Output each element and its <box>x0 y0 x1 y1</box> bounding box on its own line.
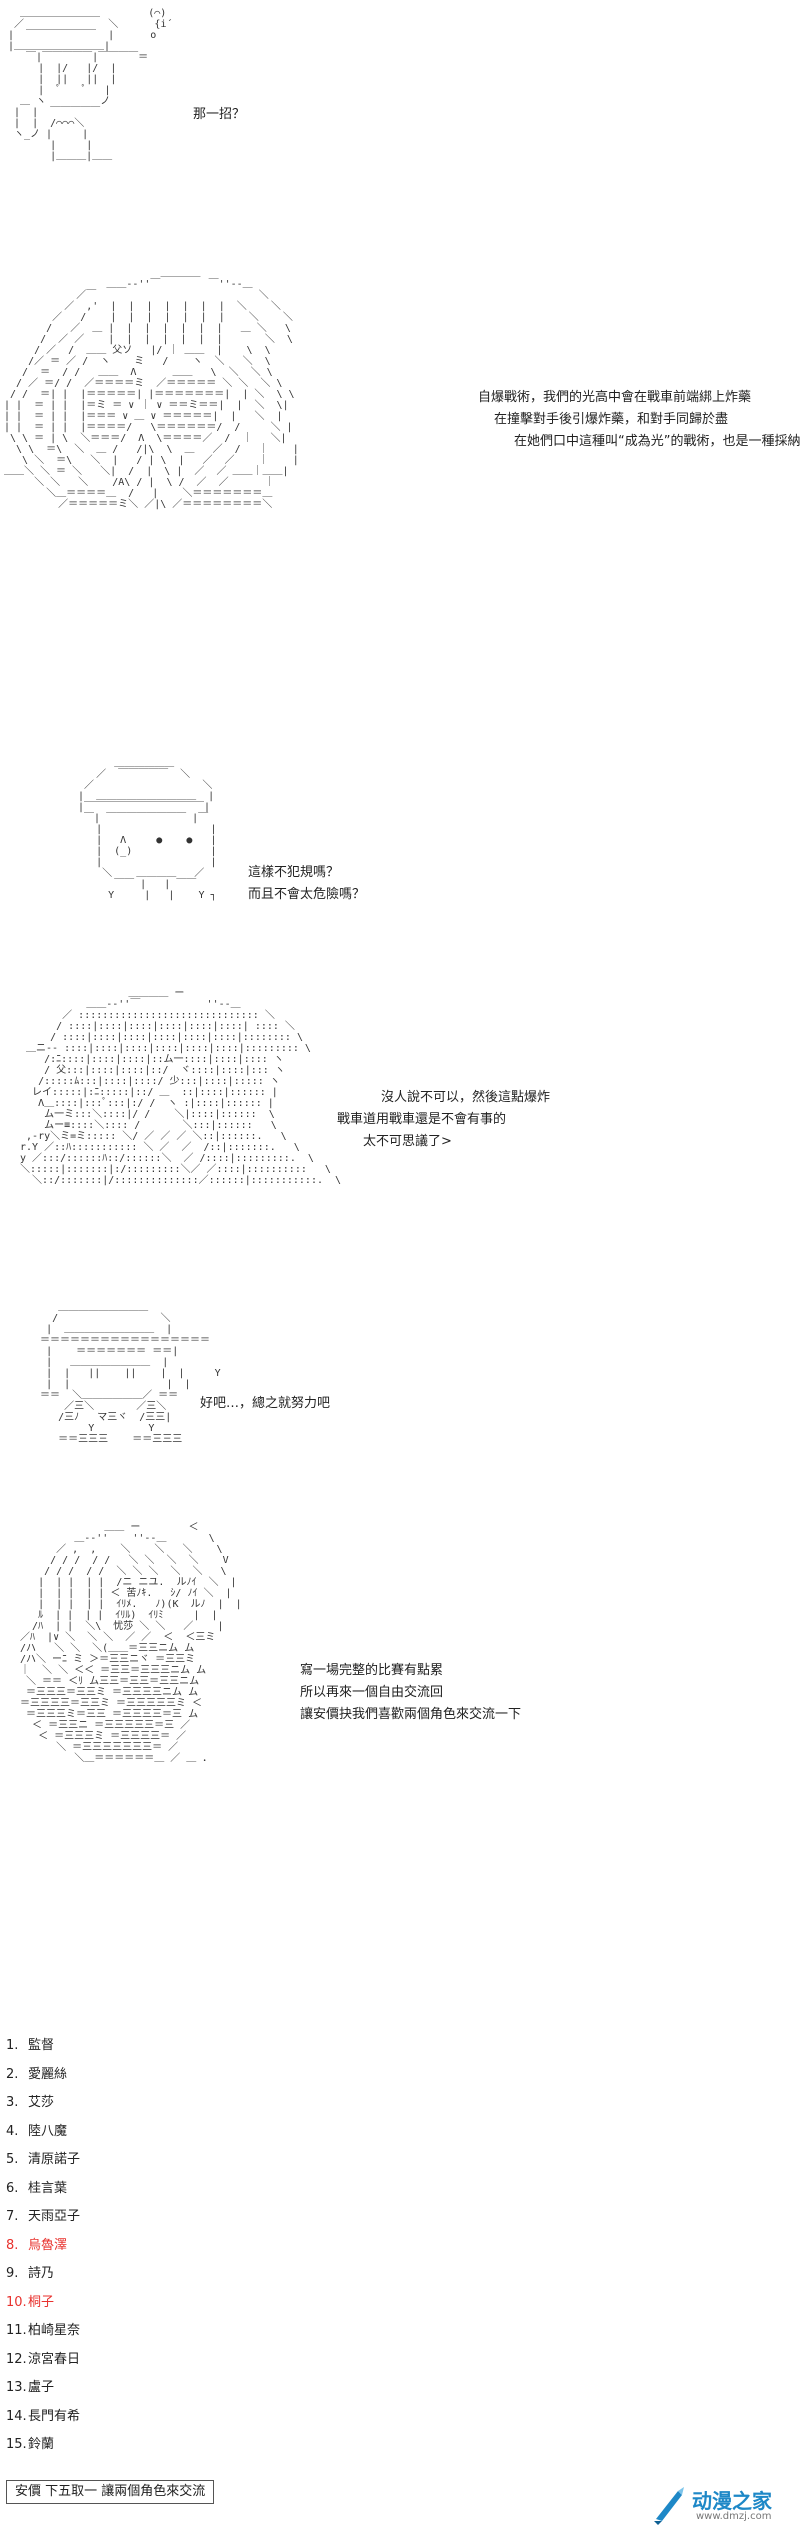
list-item: 9.詩乃 <box>6 2266 55 2281</box>
dialogue-line: 那一招？ <box>193 107 246 122</box>
dialogue-panel-6: 寫一場完整的比賽有點累 所以再來一個自由交流回 讓安價抉我們喜歡兩個角色來交流一… <box>300 1660 521 1726</box>
dialogue-line: 這樣不犯規嗎？ <box>248 865 340 880</box>
list-item: 14.長門有希 <box>6 2408 81 2424</box>
watermark: 动漫之家 www.dmzj.com <box>650 2483 790 2529</box>
list-item: 2.愛麗絲 <box>6 2066 68 2082</box>
list-item: 3.艾莎 <box>6 2095 55 2110</box>
list-item-highlighted: 10.桐子 <box>6 2294 55 2310</box>
list-item: 13.盧子 <box>6 2380 55 2395</box>
list-item-highlighted: 8.烏魯澤 <box>6 2237 68 2253</box>
brand-logo-icon <box>654 2487 684 2525</box>
ascii-art-panel-3: ＿＿＿＿＿＿ ／ ￣￣￣￣￣ ＼ ／ ＼ | ＿＿＿＿＿＿＿＿＿＿ | |￣￣￣… <box>78 758 217 901</box>
list-item: 11.柏崎星奈 <box>6 2323 81 2338</box>
list-item: 12.涼宮春日 <box>6 2351 81 2367</box>
dialogue-line: 讓安價抉我們喜歡兩個角色來交流一下 <box>300 1707 522 1722</box>
ascii-art-panel-6: ＿＿ ー ＜ ＿-‐'' ''‐-＿ \ ／ , , ＼ ＼ ＼ \ / / /… <box>20 1522 242 1764</box>
list-item: 15.鈴蘭 <box>6 2437 55 2452</box>
dialogue-line: 在她們口中這種叫“成為光”的戰術，也是一種採納戰術 <box>514 434 800 449</box>
dialogue-panel-4: 沒人說不可以，然後這點爆炸 戰車道用戰車還是不會有事的 太不可思議了> <box>337 1087 550 1153</box>
ascii-art-panel-4: ＿＿＿＿ ー ＿＿-‐''￣ ''‐-＿ ／ :::::::::::::::::… <box>20 988 342 1186</box>
dialogue-line: 沒人說不可以，然後這點爆炸 <box>381 1090 551 1105</box>
dialogue-line: 自爆戰術，我們的光高中會在戰車前端綁上炸藥 <box>478 390 752 405</box>
dialogue-panel-3: 這樣不犯規嗎？ 而且不會太危險嗎？ <box>248 862 365 906</box>
character-list: 1.監督 2.愛麗絲 3.艾莎 4.陸八魔 5.清原諾子 6.桂言葉 7.天雨亞… <box>6 2032 80 2460</box>
list-item: 4.陸八魔 <box>6 2123 68 2139</box>
dialogue-line: 戰車道用戰車還是不會有事的 <box>337 1112 507 1127</box>
dialogue-line: 而且不會太危險嗎？ <box>248 887 366 902</box>
ascii-art-panel-1: ＿＿＿＿＿＿＿＿ (⌒) ／ ＼ {i´ | ￣￣￣￣￣￣￣ | o |＿＿＿＿… <box>8 8 173 162</box>
watermark-url: www.dmzj.com <box>696 2511 772 2522</box>
ascii-art-panel-5: ＿＿＿＿＿＿＿＿＿ / ＼ | ＿＿＿＿＿＿＿＿＿ | ＝＝＝＝＝＝＝＝＝＝＝＝… <box>40 1302 221 1445</box>
watermark-brand: 动漫之家 <box>692 2489 772 2513</box>
list-item: 7.天雨亞子 <box>6 2209 81 2224</box>
list-item: 5.清原諾子 <box>6 2152 81 2167</box>
dialogue-panel-2: 自爆戰術，我們的光高中會在戰車前端綁上炸藥 在撞擊對手後引爆炸藥，和對手同歸於盡… <box>478 387 800 453</box>
dialogue-line: 好吧…，總之就努力吧 <box>200 1396 331 1411</box>
dialogue-line: 在撞擊對手後引爆炸藥，和對手同歸於盡 <box>494 412 729 427</box>
ascii-art-panel-2: ＿＿＿＿ ＿＿-‐''￣ ￣''‐-＿ ／￣ ＼ ／ ,' | | | | | … <box>4 268 299 510</box>
list-item: 6.桂言葉 <box>6 2180 68 2196</box>
dialogue-line: 所以再來一個自由交流回 <box>300 1685 444 1700</box>
dialogue-panel-1: 那一招？ <box>193 104 245 126</box>
closing-note: 安價 下五取一 讓兩個角色來交流 <box>6 2480 215 2504</box>
dialogue-line: 寫一場完整的比賽有點累 <box>300 1663 444 1678</box>
dialogue-line: 太不可思議了> <box>363 1134 452 1149</box>
list-item: 1.監督 <box>6 2038 55 2053</box>
dialogue-panel-5: 好吧…，總之就努力吧 <box>200 1393 330 1415</box>
